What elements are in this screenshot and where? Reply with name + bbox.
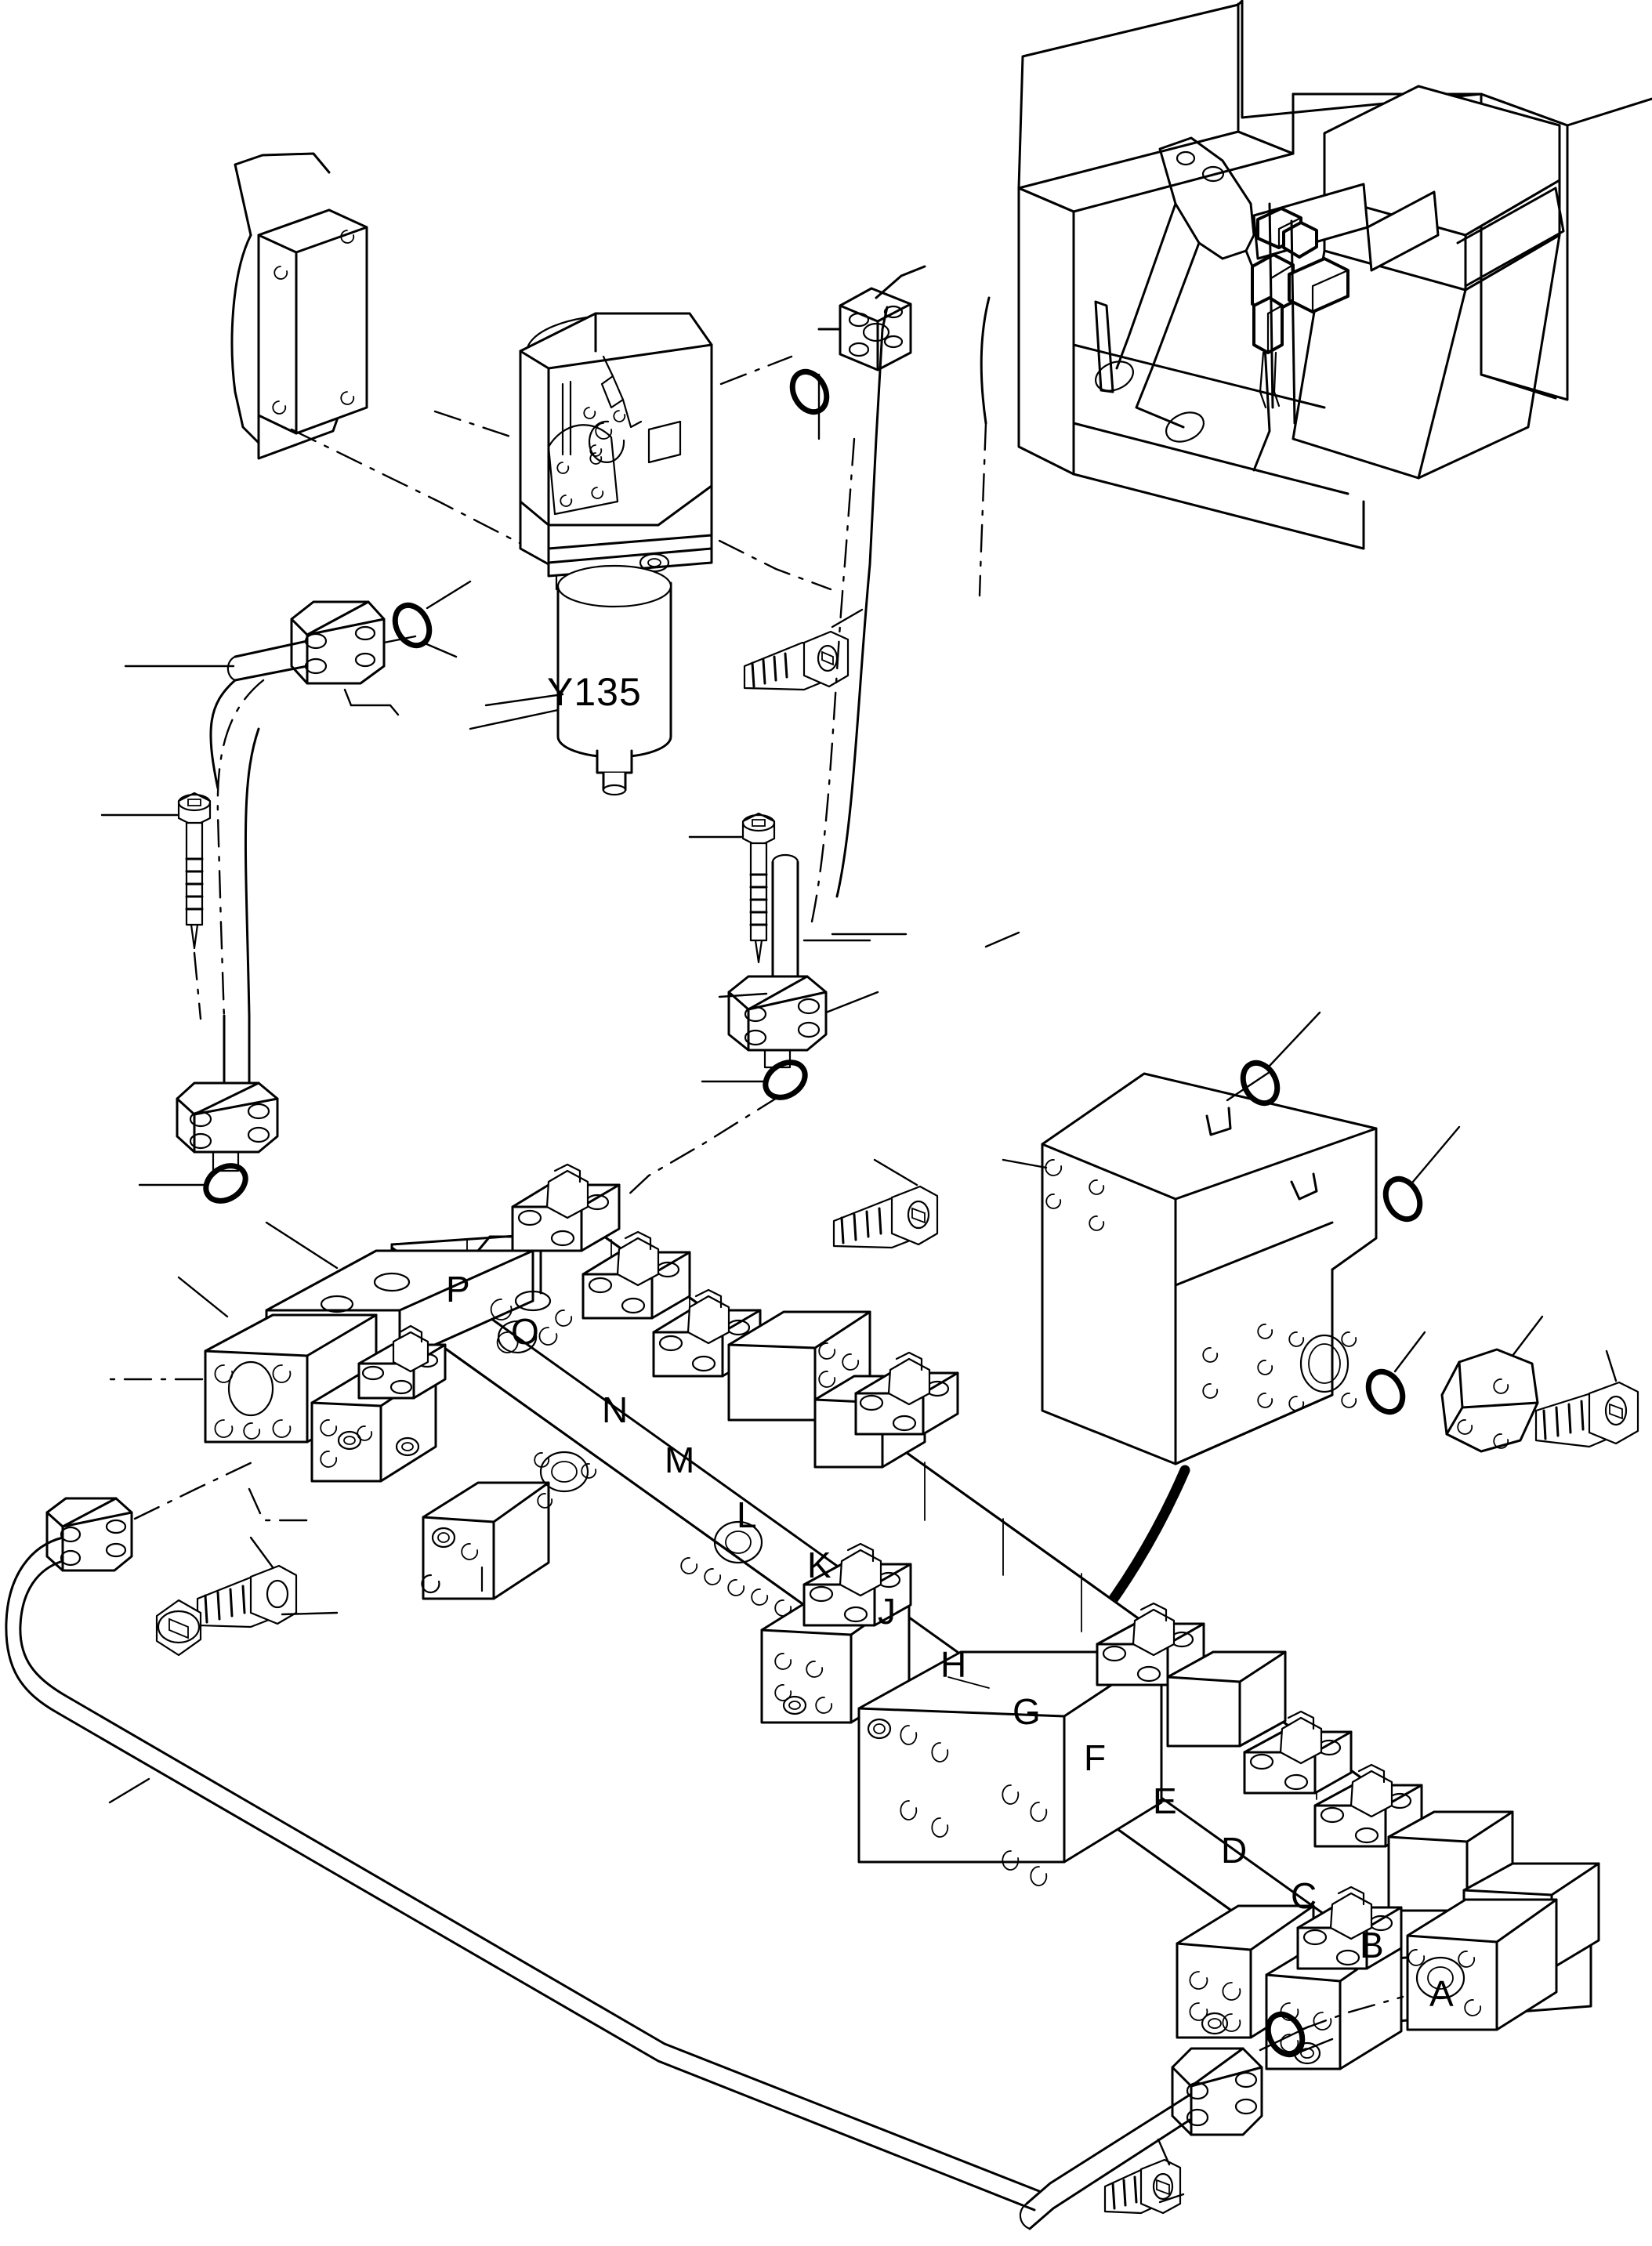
- section-label-j: J: [878, 1591, 896, 1632]
- section-label-d: D: [1221, 1830, 1248, 1871]
- relief-block-d: [1243, 1710, 1353, 1795]
- relief-block-k: [854, 1351, 959, 1436]
- section-label-a: A: [1429, 1973, 1454, 2014]
- component-tag-y135: Y135: [547, 670, 642, 714]
- flange-fitting-upper-right: [817, 265, 926, 371]
- cap-screw-middle: [688, 812, 776, 964]
- relief-block-c: [1313, 1763, 1423, 1848]
- section-label-c: C: [1291, 1875, 1317, 1916]
- relief-block-n: [511, 1163, 621, 1252]
- section-label-k: K: [807, 1545, 831, 1585]
- relief-block-m: [581, 1230, 691, 1320]
- section-label-b: B: [1360, 1925, 1384, 1965]
- section-label-f: F: [1084, 1737, 1107, 1778]
- section-label-l: L: [737, 1494, 757, 1535]
- valve-block-j: [760, 1542, 912, 1724]
- main-valve-section-stack: [100, 1163, 1600, 2070]
- cap-screw-left-1: [100, 792, 212, 950]
- lower-right-hose-flange: [1019, 1995, 1404, 2230]
- section-label-g: G: [1013, 1691, 1041, 1732]
- section-label-o: O: [511, 1311, 539, 1352]
- cap-screw-filter: [743, 608, 864, 691]
- section-label-h: H: [940, 1644, 967, 1685]
- section-label-e: E: [1153, 1780, 1177, 1821]
- cap-screw-manifold-top: [832, 1158, 939, 1249]
- upper-cover-plate-group: [230, 152, 550, 560]
- relief-block-g: [1096, 1602, 1205, 1686]
- section-label-m: M: [665, 1440, 695, 1480]
- leader-lines: [265, 693, 1020, 1270]
- o-ring-pump-top: [786, 366, 834, 440]
- section-label-p: P: [446, 1269, 470, 1310]
- pump-filter-assembly: [433, 312, 832, 796]
- lower-hose-line: [5, 1458, 1041, 2212]
- section-label-n: N: [602, 1389, 629, 1430]
- machine-location-inset: [978, 0, 1652, 597]
- tube-line-upper-left: [100, 580, 472, 1209]
- right-manifold-block: [973, 1011, 1639, 1733]
